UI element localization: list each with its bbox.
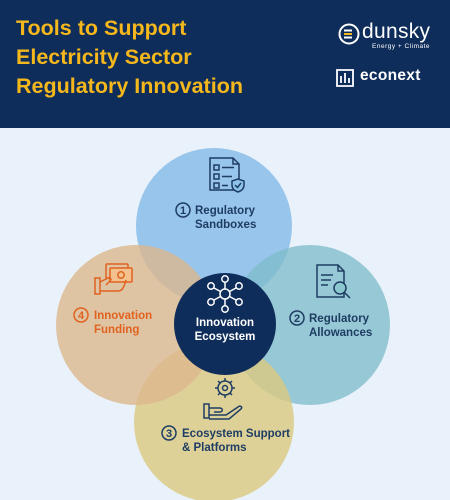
number-badge-4 [73, 307, 89, 323]
center-label-line-2: Ecosystem [195, 331, 256, 343]
label-regulatory-allowances-line-2: Allowances [309, 327, 372, 339]
hand-gear-icon [203, 378, 243, 420]
dunsky-logo-icon [338, 23, 360, 45]
circle-layer [56, 148, 390, 500]
title-line-3: Regulatory Innovation [16, 74, 243, 98]
title-line-2: Electricity Sector [16, 45, 192, 69]
number-2: 2 [294, 313, 300, 325]
label-innovation-funding-line-1: Innovation [94, 310, 152, 322]
center-circle [174, 273, 276, 375]
title-line-1: Tools to Support [16, 16, 187, 40]
number-badge-3 [161, 425, 177, 441]
econext-wordmark: econext [360, 67, 421, 84]
network-hub-icon [207, 275, 243, 313]
dunsky-logo: dunsky Energy + Climate [338, 20, 438, 54]
number-3: 3 [166, 428, 172, 440]
label-regulatory-allowances-line-1: Regulatory [309, 313, 370, 325]
number-badge-1 [175, 202, 191, 218]
dunsky-wordmark: dunsky [362, 20, 431, 43]
center-label-line-1: Innovation [196, 317, 254, 329]
document-magnifier-icon [316, 264, 351, 299]
circle-innovation-funding [56, 245, 216, 405]
number-1: 1 [180, 205, 186, 217]
dunsky-tagline: Energy + Climate [372, 43, 431, 50]
label-ecosystem-support-line-2: & Platforms [182, 442, 247, 454]
label-regulatory-sandboxes-line-2: Sandboxes [195, 219, 256, 231]
econext-logo: econext [334, 66, 444, 92]
venn-diagram: Innovation Ecosystem 1 Regulatory Sandbo… [56, 148, 390, 500]
number-4: 4 [78, 310, 85, 322]
econext-logo-icon [336, 69, 354, 87]
checklist-document-icon [209, 157, 245, 193]
hand-money-icon [94, 263, 133, 295]
label-regulatory-sandboxes-line-1: Regulatory [195, 205, 256, 217]
label-ecosystem-support-line-1: Ecosystem Support [182, 428, 290, 440]
page-title: Tools to Support Electricity Sector Regu… [16, 14, 316, 101]
label-innovation-funding-line-2: Funding [94, 324, 139, 336]
number-badge-2 [289, 310, 305, 326]
header-banner: Tools to Support Electricity Sector Regu… [0, 0, 450, 128]
